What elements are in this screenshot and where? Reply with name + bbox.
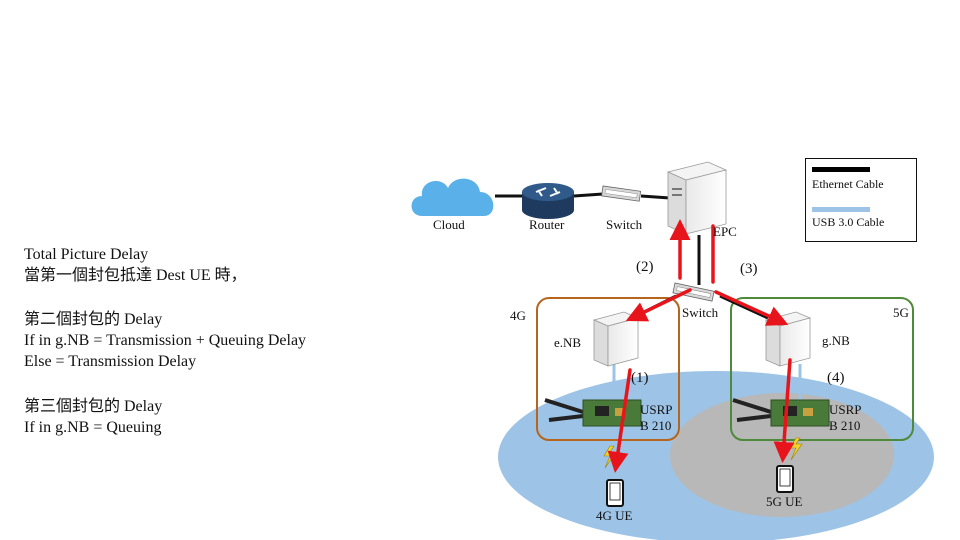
phone-5g-ue-icon [776, 465, 794, 493]
switch-mid-icon [672, 282, 715, 302]
usrp-left-icon [544, 398, 642, 427]
path-switch-to-gnb [714, 290, 789, 326]
third-packet-if: If in g.NB = Queuing [24, 419, 162, 436]
zone-5g-label: 5G [893, 305, 909, 320]
zone-5g-box [730, 297, 914, 441]
third-packet-heading: 第三個封包的 Delay [24, 398, 163, 415]
second-packet-if: If in g.NB = Transmission + Queuing Dela… [24, 332, 307, 349]
router-icon [522, 183, 574, 219]
zone-4g-label: 4G [510, 308, 526, 323]
legend-box: Ethernet Cable USB 3.0 Cable [805, 158, 917, 242]
switch-top-label: Switch [606, 217, 643, 232]
step-2-label: (2) [636, 259, 654, 275]
zone-4g-box [536, 297, 680, 441]
legend-ethernet-swatch [812, 167, 870, 172]
path-enb-to-4g-ue [607, 368, 632, 473]
usrp-right-label-2: B 210 [829, 418, 861, 433]
second-packet-heading: 第二個封包的 Delay [24, 311, 163, 328]
router-label: Router [529, 217, 565, 232]
usrp-left-label-1: USRP [640, 402, 673, 417]
ue-5g-label: 5G UE [766, 494, 803, 509]
usrp-right-icon [732, 398, 830, 427]
ue-4g-label: 4G UE [596, 508, 633, 523]
switch-mid-label: Switch [682, 305, 719, 320]
path-gnb-to-5g-ue [773, 358, 795, 463]
second-packet-else: Else = Transmission Delay [24, 353, 197, 370]
step-3-label: (3) [740, 261, 758, 277]
path-switch-to-enb [625, 288, 692, 322]
title-line-1: Total Picture Delay [24, 246, 149, 263]
usrp-left-label-2: B 210 [640, 418, 672, 433]
legend-usb-swatch [812, 207, 870, 212]
enb-label: e.NB [554, 335, 582, 350]
step-1-label: (1) [631, 370, 649, 386]
epc-label: EPC [713, 224, 737, 239]
cloud-label: Cloud [433, 217, 465, 232]
gnb-label: g.NB [822, 333, 850, 348]
cloud-icon [411, 178, 494, 216]
third-packet-block: 第三個封包的 Delay If in g.NB = Queuing [24, 396, 162, 438]
step-4-label: (4) [827, 370, 845, 386]
gnb-server-icon [764, 311, 812, 367]
legend-ethernet-label: Ethernet Cable [812, 177, 884, 191]
phone-4g-ue-icon [606, 479, 624, 507]
switch-top-icon [601, 185, 642, 202]
usb-cables [612, 362, 802, 400]
second-packet-block: 第二個封包的 Delay If in g.NB = Transmission +… [24, 309, 306, 372]
enb-server-icon [592, 311, 640, 367]
usrp-right-label-1: USRP [829, 402, 862, 417]
legend-usb-label: USB 3.0 Cable [812, 215, 885, 229]
title-line-2: 當第一個封包抵達 Dest UE 時， [24, 267, 247, 284]
delay-title-block: Total Picture Delay 當第一個封包抵達 Dest UE 時， [24, 244, 247, 286]
